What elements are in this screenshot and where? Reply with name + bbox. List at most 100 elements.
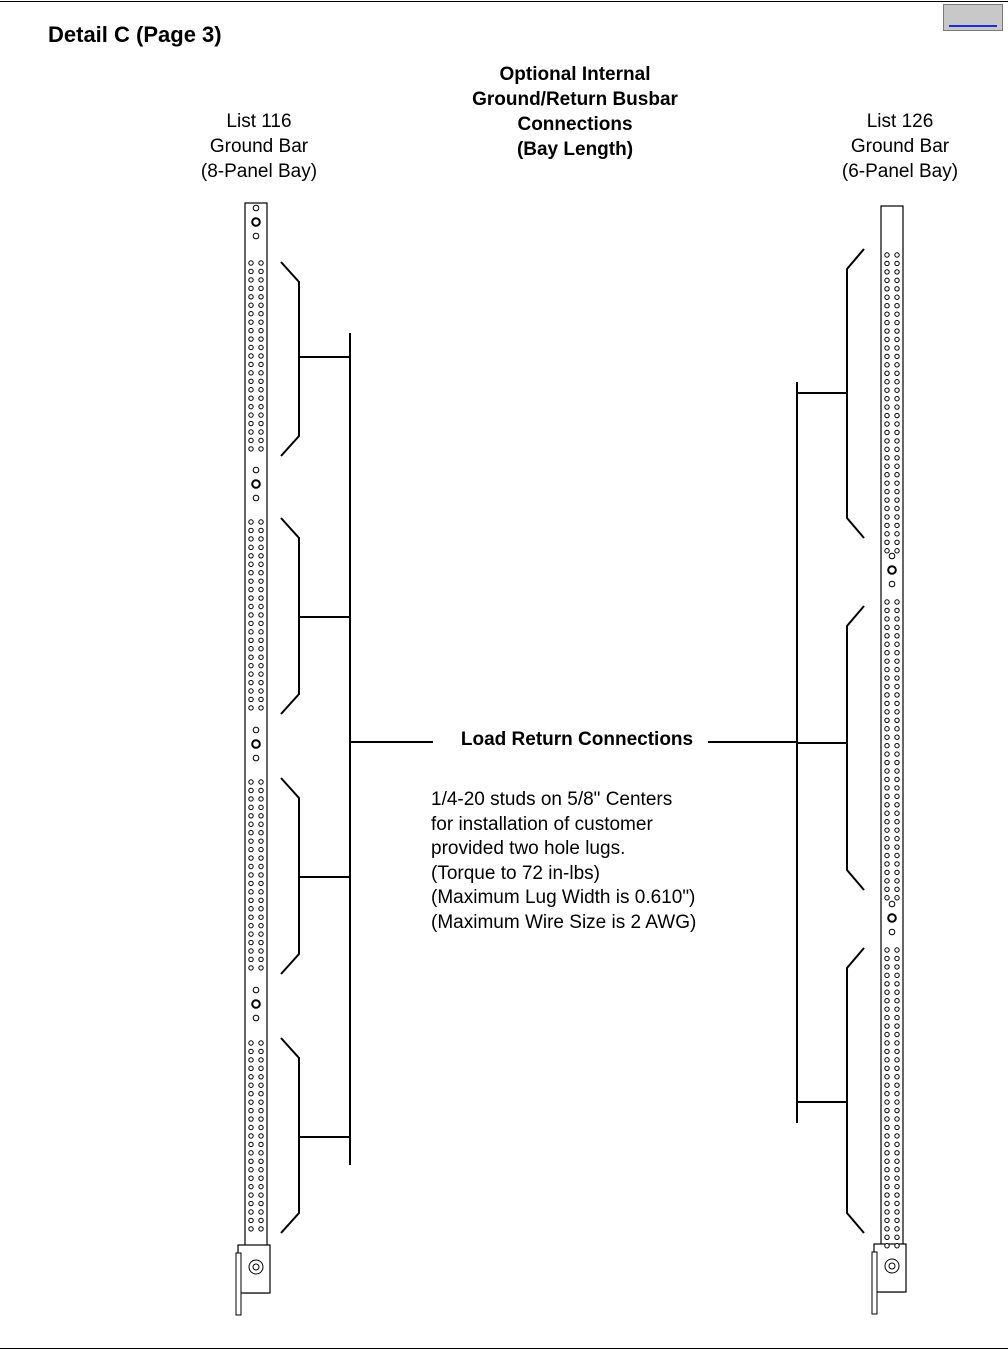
right-ground-bar-stud-hole [894, 641, 900, 647]
right-panel-bracket [846, 605, 865, 891]
page-nav-button[interactable] [943, 4, 1003, 31]
left-ground-bar-stud-hole [258, 420, 264, 427]
right-ground-bar-stud-hole [894, 751, 900, 757]
left-ground-bar-stud-hole [248, 1158, 254, 1165]
right-ground-bar-stud-hole [894, 472, 900, 478]
left-ground-bar-stud-hole [258, 1150, 264, 1156]
right-ground-bar-stud-hole [894, 336, 900, 343]
left-ground-bar-stud-hole [258, 378, 264, 384]
left-ground-bar-stud-hole [248, 637, 254, 643]
right-ground-bar-stud-hole [884, 438, 890, 444]
left-ground-bar-stud-hole [258, 956, 264, 963]
left-bar-bay: (8-Panel Bay) [200, 161, 318, 182]
left-ground-bar-stud-hole [248, 561, 254, 567]
left-ground-bar-stud-hole [258, 277, 264, 283]
right-ground-bar-stud-hole [884, 1116, 890, 1122]
right-ground-bar-stud-hole [884, 1158, 890, 1164]
left-ground-bar-stud-hole [248, 779, 254, 785]
left-ground-bar-stud-hole [258, 804, 264, 811]
left-ground-bar-stud-hole [258, 846, 264, 853]
left-ground-bar-stud-hole [258, 446, 264, 452]
right-ground-bar-stud-hole [884, 599, 890, 605]
right-ground-bar-stud-hole [884, 353, 890, 360]
right-ground-bar-stud-hole [894, 852, 900, 859]
note-line: (Maximum Lug Width is 0.610") [431, 887, 696, 909]
optional-line-1: Optional Internal [499, 64, 651, 85]
right-ground-bar-stud-hole [884, 395, 890, 402]
left-ground-bar-stud-hole [258, 412, 264, 418]
right-ground-bar-stud-hole [894, 972, 900, 979]
left-ground-bar-key-hole [252, 986, 260, 994]
right-ground-bar-stud-hole [884, 472, 890, 478]
left-ground-bar-stud-hole [248, 387, 254, 393]
right-ground-bar-stud-hole [884, 522, 890, 529]
left-ground-bar-stud-hole [258, 586, 264, 593]
left-ground-bar-stud-hole [258, 897, 264, 903]
left-ground-bar-stud-hole [248, 570, 254, 576]
right-ground-bar-stud-hole [884, 650, 890, 656]
right-ground-bar-stud-hole [884, 742, 890, 749]
right-ground-bar-key-hole [888, 580, 896, 588]
left-ground-bar-stud-hole [258, 612, 264, 618]
right-ground-bar-stud-hole [884, 1014, 890, 1021]
right-ground-bar-stud-hole [884, 981, 890, 987]
left-ground-bar-stud-hole [258, 1209, 264, 1215]
right-ground-bar-stud-hole [884, 1209, 890, 1215]
left-ground-bar-stud-hole [258, 637, 264, 643]
left-ground-bar-stud-hole [248, 696, 254, 703]
left-ground-bar-stud-hole [258, 863, 264, 870]
left-ground-bar-stud-hole [248, 855, 254, 861]
right-ground-bar-stud-hole [884, 446, 890, 453]
right-ground-bar-stud-hole [894, 734, 900, 740]
right-ground-bar-stud-hole [894, 616, 900, 622]
right-ground-bar-stud-hole [894, 692, 900, 698]
right-ground-bar-stud-hole [884, 768, 890, 774]
left-ground-bar-stud-hole [248, 260, 254, 266]
left-ground-bar-stud-hole [258, 437, 264, 444]
right-ground-bar-stud-hole [894, 844, 900, 850]
right-ground-bar-stud-hole [884, 404, 890, 410]
right-ground-bar-stud-hole [884, 429, 890, 436]
left-ground-bar-stud-hole [258, 578, 264, 584]
right-ground-bar-stud-hole [894, 599, 900, 605]
left-ground-bar-stud-hole [258, 268, 264, 275]
right-ground-bar-stud-hole [884, 311, 890, 317]
right-ground-bar-stud-hole [894, 1057, 900, 1063]
left-ground-bar-stud-hole [248, 437, 254, 444]
left-bar-label: List 116 Ground Bar (8-Panel Bay) [180, 109, 338, 184]
left-ground-bar-stud-hole [258, 1183, 264, 1190]
right-ground-bar-stud-hole [894, 717, 900, 723]
right-bar-name: Ground Bar [850, 136, 950, 157]
right-ground-bar-stud-hole [884, 1192, 890, 1198]
right-ground-bar-stud-hole [884, 827, 890, 833]
left-ground-bar-stud-hole [258, 1141, 264, 1148]
right-ground-bar-stud-hole [884, 989, 890, 995]
right-ground-bar-stud-hole [884, 1065, 890, 1072]
right-ground-bar-stud-hole [884, 1141, 890, 1148]
right-ground-bar-stud-hole [894, 998, 900, 1004]
right-ground-bar-stud-hole [894, 328, 900, 334]
right-ground-bar-stud-hole [884, 319, 890, 326]
right-ground-bar-stud-hole [884, 1023, 890, 1029]
right-ground-bar-stud-hole [894, 869, 900, 876]
right-ground-bar-stud-hole [884, 878, 890, 884]
right-ground-bar-stud-hole [894, 1192, 900, 1198]
left-ground-bar-stud-hole [248, 311, 254, 317]
left-ground-bar-stud-hole [248, 595, 254, 601]
left-ground-bar-stud-hole [248, 662, 254, 669]
right-ground-bar-stud-hole [894, 742, 900, 749]
left-ground-bar-stud-hole [248, 336, 254, 342]
right-ground-bar-stud-hole [894, 548, 900, 554]
left-ground-bar-stud-hole [248, 519, 254, 525]
left-ground-bar-stud-hole [248, 620, 254, 627]
optional-line-2: Ground/Return Busbar [472, 89, 678, 110]
right-ground-bar-stud-hole [894, 607, 900, 614]
right-ground-bar-stud-hole [884, 1006, 890, 1012]
left-ground-bar-stud-hole [258, 353, 264, 359]
left-ground-bar-stud-hole [248, 796, 254, 802]
left-ground-bar-stud-hole [258, 1192, 264, 1198]
left-ground-bar-stud-hole [248, 948, 254, 954]
right-ground-bar-stud-hole [894, 379, 900, 385]
left-ground-bar-stud-hole [258, 830, 264, 836]
left-ground-bar-stud-hole [258, 688, 264, 694]
